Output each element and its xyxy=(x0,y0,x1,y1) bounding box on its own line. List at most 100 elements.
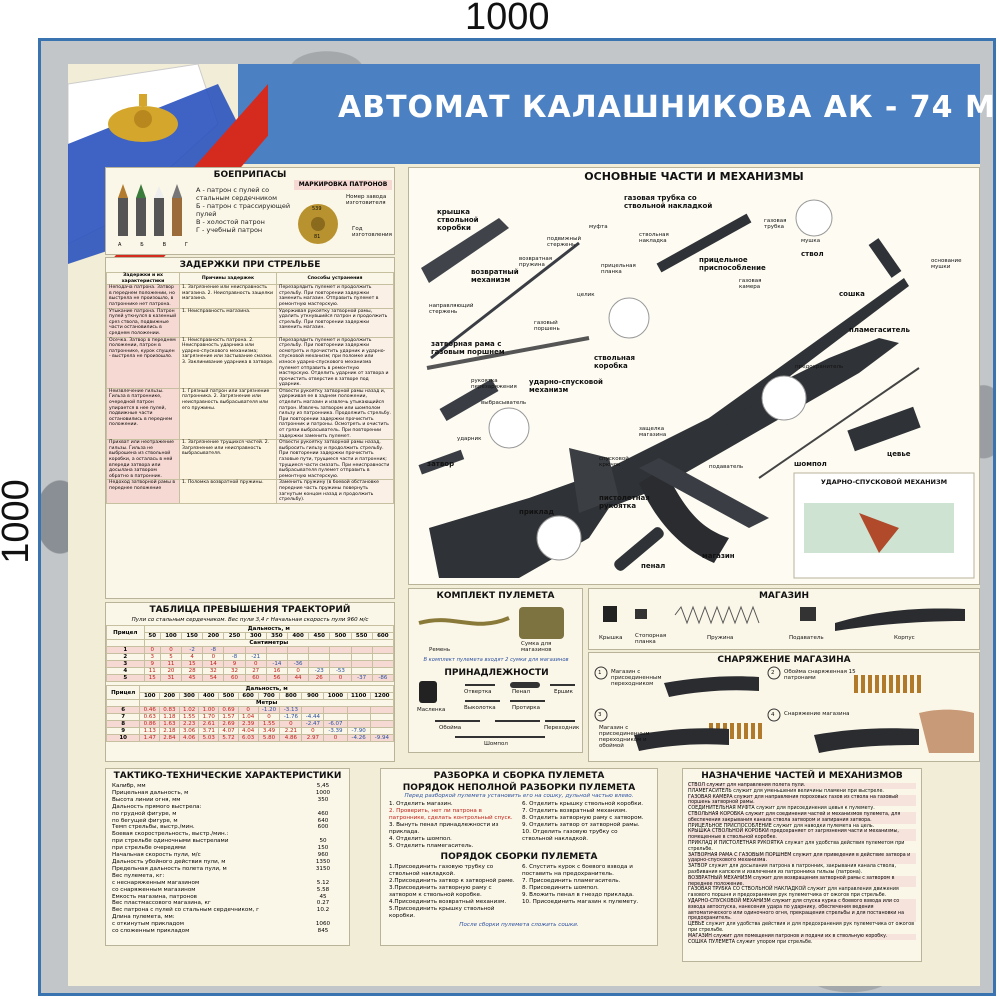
parts-panel: ОСНОВНЫЕ ЧАСТИ И МЕХАНИЗМЫ xyxy=(408,167,980,585)
delay-fix: Перезарядить пулемет и продолжить стрель… xyxy=(276,336,394,389)
trajectory-value: 0 xyxy=(279,720,303,728)
trajectory-value: 1.47 xyxy=(139,734,161,742)
trajectory-value: 4.06 xyxy=(178,734,200,742)
trajectory-value: 60 xyxy=(223,674,246,682)
range-header: 1000 xyxy=(323,692,348,700)
trajectory-value: 0 xyxy=(257,713,281,721)
delay-reason: 1. Грязный патрон или загрязнение патрон… xyxy=(179,387,277,441)
trajectory-value: 27 xyxy=(244,667,267,675)
assembly-step: 6. Спустить курок с боевого взвода и пос… xyxy=(522,864,633,877)
spec-label: Дальность прямого выстрела: xyxy=(112,803,202,810)
spec-value: 5,45 xyxy=(316,783,330,789)
trajectory-value xyxy=(329,653,352,661)
trigger-mech-shape xyxy=(439,378,499,422)
trajectory-value xyxy=(323,713,348,721)
disassembly-note: Перед разборкой пулемета установить его … xyxy=(404,793,634,799)
spec-label: Предельная дальность полета пули, м xyxy=(112,865,227,872)
trajectory-value: 2.18 xyxy=(159,727,180,735)
disassembly-title: ПОРЯДОК НЕПОЛНОЙ РАЗБОРКИ ПУЛЕМЕТА xyxy=(402,783,636,793)
trajectory-value: 0.63 xyxy=(139,713,161,721)
delay-cause: Недоход затворной рамы в переднее положе… xyxy=(106,479,180,504)
bolt-carrier-shape xyxy=(426,336,590,370)
range-header: 1100 xyxy=(346,692,371,700)
aim-value: 1 xyxy=(106,646,145,654)
trajectory-value: 2.39 xyxy=(237,720,259,728)
return-spring-shape xyxy=(430,241,580,360)
assembly-order-title: ПОРЯДОК СБОРКИ ПУЛЕМЕТА xyxy=(440,852,598,862)
trajectory-value: 31 xyxy=(159,674,183,682)
trajectory-value: -3.13 xyxy=(279,706,303,714)
trajectory-value: 3.49 xyxy=(257,727,281,735)
trajectory-value: 0 xyxy=(301,727,325,735)
aim-header: Прицел xyxy=(106,625,145,640)
delay-fix: Перезарядить пулемет и продолжить стрель… xyxy=(276,284,394,309)
assembly-step: 7. Присоединить пламегаситель. xyxy=(522,878,621,884)
trajectory-value xyxy=(369,706,394,714)
delays-title: ЗАДЕРЖКИ ПРИ СТРЕЛЬБЕ xyxy=(179,260,321,270)
delay-row: Утыкание патрона. Патрон пулей уткнулся … xyxy=(106,307,394,338)
delay-reason: 1. Загрязнение трущихся частей. 2. Загря… xyxy=(179,439,277,481)
spec-label: с откинутым прикладом xyxy=(112,921,184,928)
trajectory-value xyxy=(350,667,373,675)
loading-illustration xyxy=(594,666,974,753)
spec-value: 10.2 xyxy=(316,907,330,914)
trajectory-value: 1.04 xyxy=(237,713,259,721)
spec-label: Вес патрона с пулей со стальным сердечни… xyxy=(112,907,260,914)
cartridge-letter: В xyxy=(162,242,167,248)
delay-cause: Неподача патрона. Затвор в переднем поло… xyxy=(106,284,180,309)
trajectory-value: -3.39 xyxy=(323,727,348,735)
specs-panel: ТАКТИКО-ТЕХНИЧЕСКИЕ ХАРАКТЕРИСТИКИ Калиб… xyxy=(105,768,350,946)
trajectory-value: -2 xyxy=(181,646,204,654)
label-sight-slot: целик xyxy=(577,292,595,298)
accessory-label: Пенал xyxy=(512,689,531,695)
trajectory-value xyxy=(369,713,394,721)
delay-cause: Осечка. Затвор в переднем положении, пат… xyxy=(106,336,180,389)
trajectory-panel: ТАБЛИЦА ПРЕВЫШЕНИЯ ТРАЕКТОРИЙ Пули со ст… xyxy=(105,602,395,762)
purpose-line: ЦЕВЬЕ служит для удобства действия и для… xyxy=(688,922,915,933)
spec-row: Вес пулемета, кг: xyxy=(112,873,343,880)
purpose-line: ПРИКЛАД И ПИСТОЛЕТНАЯ РУКОЯТКА служат дл… xyxy=(688,840,905,852)
spec-value: 150 xyxy=(317,845,329,852)
range-header: 100 xyxy=(159,632,183,640)
label-bolt: затвор xyxy=(427,460,455,468)
title-bar xyxy=(238,64,980,164)
trajectory-value: 4 xyxy=(181,653,204,661)
label-stock: сошка xyxy=(839,290,865,298)
range-header: 500 xyxy=(329,632,352,640)
magazine-shape xyxy=(639,468,729,563)
kit-note: В комплект пулемета входят 2 сумки для м… xyxy=(423,657,569,663)
trajectory-value xyxy=(286,646,310,654)
label-rear-sight-cover: ствольная накладка xyxy=(639,232,669,244)
delay-fix: Заменить пружину (в боевой обстановке пе… xyxy=(276,479,394,504)
trajectory-value: 14 xyxy=(202,660,225,668)
trigger-mech-title: УДАРНО-СПУСКОВОЙ МЕХАНИЗМ xyxy=(820,478,948,486)
label-movable-rod: подвижный стержень xyxy=(547,236,582,248)
trajectory-value: 0.83 xyxy=(159,706,180,714)
spec-label: Вес пулемета, кг: xyxy=(112,872,165,879)
purpose-line: ПЛАМЕГАСИТЕЛЬ служит для уменьшения вели… xyxy=(688,788,884,794)
trajectory-value xyxy=(308,646,331,654)
magazine-part-label: Крышка xyxy=(599,635,623,641)
ammo-panel: БОЕПРИПАСЫ А Б В Г А - патрон с пулей со… xyxy=(105,167,395,255)
trajectory-value: -14 xyxy=(265,660,288,668)
trajectory-value: -21 xyxy=(244,653,267,661)
trajectory-value: 0 xyxy=(143,646,161,654)
receiver-cover-shape xyxy=(421,218,509,283)
assembly-step: 10. Отделить газовую трубку со ствольной… xyxy=(522,829,618,842)
stamp-factory-number: 539 xyxy=(312,206,322,212)
trajectory-value xyxy=(371,660,394,668)
accessory-label: Переходник xyxy=(544,725,580,731)
spec-value: 640 xyxy=(317,817,329,824)
trajectory-value: -86 xyxy=(371,674,394,682)
unit-header: Сантиметры xyxy=(143,639,394,647)
distance-header: Дальность, м xyxy=(143,625,394,633)
assembly-step: 9. Отделить затвор от затворной рамы. xyxy=(522,822,640,828)
trajectory-value: 56 xyxy=(265,674,288,682)
label-trigger: ударно-спусковой механизм xyxy=(529,378,603,394)
step-number: 3 xyxy=(598,712,602,718)
step-number: 4 xyxy=(771,712,775,718)
